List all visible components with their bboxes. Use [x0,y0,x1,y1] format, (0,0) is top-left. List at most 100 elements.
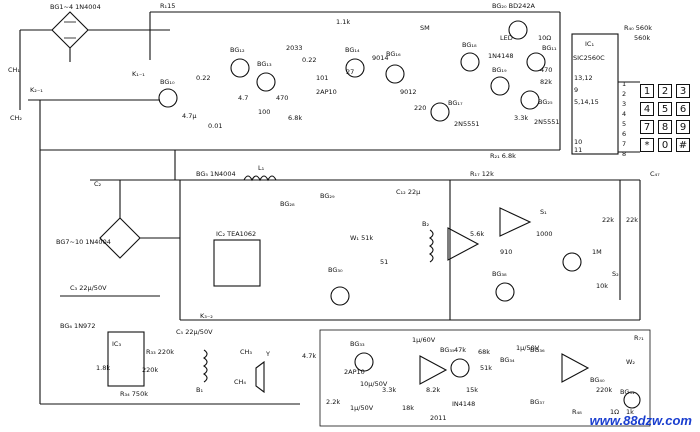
k3-label: K₃₋₂ [200,312,213,320]
key-star[interactable]: * [640,138,654,152]
key-8[interactable]: 8 [658,120,672,134]
ch3-label: CH₃ [240,348,252,356]
ic3-label: IC₃ [112,340,121,348]
sm-label: SM [420,24,430,32]
r17-label: R₁₇ 12k [470,170,494,178]
misc-9: 9012 [400,88,417,96]
misc-24: 910 [500,248,512,256]
key-2[interactable]: 2 [658,84,672,98]
transistor-bg10: BG₁₀ [158,78,178,108]
misc-30: 22k [626,216,638,224]
ic1-pin-3: 5,14,15 [574,98,599,106]
transistor-bg25: BG₂₅ [520,90,553,110]
misc-31: 10k [596,282,608,290]
misc-41: 220k [596,386,612,394]
key-5[interactable]: 5 [658,102,672,116]
misc-6: 101 [316,74,328,82]
pin2: 2 [622,90,626,98]
ic1-pin-2: 9 [574,86,578,94]
misc-47: 1μ/60V [412,336,436,344]
key-9[interactable]: 9 [676,120,690,134]
bg18-label: BG₁₈ [462,41,477,49]
misc-8: 9014 [372,54,389,62]
pin3: 3 [622,100,626,108]
c3-label: C₃ 22μ/50V [70,284,107,292]
opamp-3 [419,355,448,385]
misc-5: 0.22 [302,56,316,64]
c12-label: C₁₂ 22μ [396,188,420,196]
ic1-pin-1: 13,12 [574,74,593,82]
r71-label: R₇₁ [634,334,644,342]
keypad: 1 2 3 4 5 6 7 8 9 * 0 # [640,84,694,154]
ic3-block: IC₃ [107,331,145,387]
bg5-label: BG₅ 1N4004 [196,170,236,178]
bg20-label: BG₂₀ BD242A [492,2,536,10]
r34-label: R₃₄ 750k [120,390,148,398]
misc-19: 220 [414,104,426,112]
ic2-block: IC₂ TEA1062 [213,230,261,287]
c5-label: C₅ 22μ/50V [176,328,213,336]
b2-label: B₂ [422,220,429,228]
bg37-label: BG₃₇ [530,398,545,406]
misc-48: 2AP10 [344,368,365,376]
l1-label: L₁ [258,164,265,172]
bridge1-label: BG1~4 1N4004 [50,3,101,11]
opamp-2 [499,207,532,237]
misc-43: 47k [454,346,466,354]
opamp-1 [447,227,480,261]
bg35-label: BG₃₅ [440,346,455,354]
misc-21: 1.1k [336,18,350,26]
value-labels: 4.7μ 0.01 470 0.22 2033 0.22 101 2AP10 9… [96,18,650,422]
c47-label: C₄₇ [650,170,660,178]
transistor-bg13: BG₁₃ [256,60,276,92]
bg28-label: BG₂₈ [280,200,295,208]
bg17-label: BG₁₇ [448,99,463,107]
misc-46: 1Ω [610,408,619,416]
key-1[interactable]: 1 [640,84,654,98]
bg30-label: BG₃₀ [328,266,343,274]
key-6[interactable]: 6 [676,102,690,116]
misc-26: 5.6k [470,230,484,238]
bg6-label: BG₆ 1N972 [60,322,95,330]
key-0[interactable]: 0 [658,138,672,152]
misc-23: 27 [346,68,354,76]
bg16-label: BG₁₆ [386,50,401,58]
misc-18: 2N5551 [534,118,560,126]
bg29-label: BG₂₉ [320,192,335,200]
pin4: 4 [622,110,626,118]
bridge2-label: BG7~10 1N4004 [56,238,111,246]
r33-label: R₃₃ 220k [146,348,174,356]
w2-label: W₂ [626,358,635,366]
misc-4: 2033 [286,44,303,52]
misc-29: 1M [592,248,602,256]
key-7[interactable]: 7 [640,120,654,134]
key-hash[interactable]: # [676,138,690,152]
b1-label: B₁ [196,386,203,394]
key-4[interactable]: 4 [640,102,654,116]
misc-11: 470 [540,66,552,74]
bg25-label: BG₂₅ [538,98,553,106]
transistor-bg11: BG₁₁ [526,44,557,72]
bg33-label: BG₃₃ [350,340,365,348]
misc-17: 560k [634,34,650,42]
pin8: 8 [622,150,626,158]
bg38-label: BG₃₈ [492,270,507,278]
misc-44: 3.3k [382,386,396,394]
bg36-label: BG₃₆ [530,346,545,354]
ch4-label: CH₄ [234,378,246,386]
misc-2: 470 [276,94,288,102]
misc-10: 2N5551 [454,120,480,128]
misc-51: 10μ/50V [360,380,388,388]
bg34-label: BG₃₄ [500,356,515,364]
transistor-bg20: BG₂₀ BD242A [492,2,536,40]
w1-label: W₁ 51k [350,234,373,242]
ic1-pin-4: 10 [574,138,582,146]
r40-label: R₄₀ 560k [624,24,652,32]
ic1-label: IC₁ [585,40,594,48]
ch2-label: CH₂ [10,114,22,122]
key-3[interactable]: 3 [676,84,690,98]
misc-40: 15k [466,386,478,394]
misc-49: 2011 [430,414,447,422]
y-label: Y [265,350,270,358]
misc-52: IN4148 [452,400,475,408]
